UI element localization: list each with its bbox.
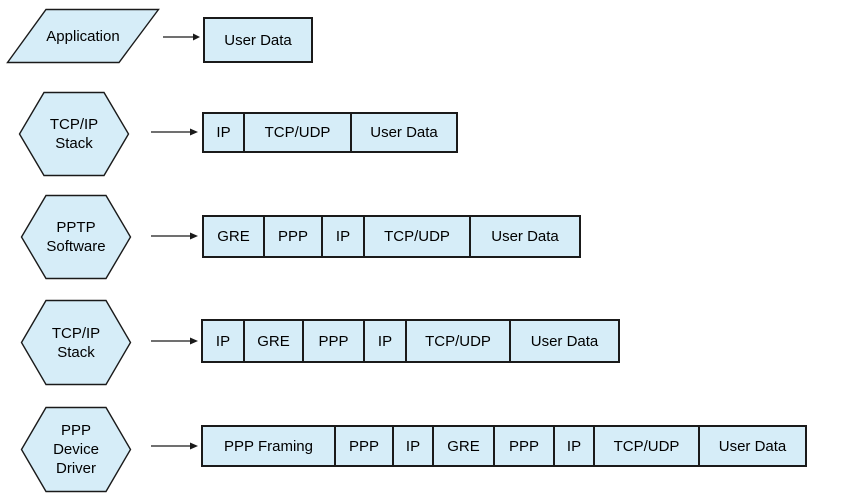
parallelogram-shape xyxy=(6,8,160,64)
pdu-segment: IP xyxy=(204,114,245,151)
pdu-segment: IP xyxy=(394,427,434,465)
pdu-segment: GRE xyxy=(245,321,304,361)
pdu-segment: IP xyxy=(323,217,365,256)
pdu-segment: IP xyxy=(203,321,245,361)
pdu-segment: TCP/UDP xyxy=(595,427,700,465)
pdu-segment: TCP/UDP xyxy=(365,217,471,256)
pdu-segment: GRE xyxy=(434,427,495,465)
hexagon-shape xyxy=(20,299,132,386)
pdu-segment: PPP xyxy=(336,427,394,465)
pdu-segment: PPP xyxy=(265,217,323,256)
pdu-segment: User Data xyxy=(370,124,438,141)
pdu-segment: PPP xyxy=(304,321,365,361)
pdu-row: IP GRE PPP IP TCP/UDP User Data xyxy=(201,319,620,363)
hexagon-shape xyxy=(20,194,132,280)
pdu-row: IP TCP/UDP User Data xyxy=(202,112,458,153)
arrow-right-icon xyxy=(151,337,198,345)
pdu-row: PPP Framing PPP IP GRE PPP IP TCP/UDP Us… xyxy=(201,425,807,467)
hexagon-shape xyxy=(18,91,130,177)
pdu-row: User Data xyxy=(203,17,313,63)
pdu-segment: User Data xyxy=(718,437,787,455)
pdu-row: GRE PPP IP TCP/UDP User Data xyxy=(202,215,581,258)
pdu-segment: IP xyxy=(365,321,407,361)
arrow-right-icon xyxy=(163,33,200,41)
arrow-right-icon xyxy=(151,128,198,136)
pdu-segment: User Data xyxy=(224,31,292,49)
pdu-segment: PPP Framing xyxy=(203,427,336,465)
arrow-right-icon xyxy=(151,442,198,450)
hexagon-shape xyxy=(20,406,132,493)
pdu-segment: User Data xyxy=(530,332,599,350)
pdu-segment: User Data xyxy=(491,228,559,245)
encapsulation-row: Application User Data xyxy=(0,0,844,70)
pdu-segment: GRE xyxy=(204,217,265,256)
pdu-segment: TCP/UDP xyxy=(407,321,511,361)
pdu-segment: PPP xyxy=(495,427,555,465)
pdu-segment: TCP/UDP xyxy=(245,114,352,151)
arrow-right-icon xyxy=(151,232,198,240)
pdu-segment: IP xyxy=(555,427,595,465)
